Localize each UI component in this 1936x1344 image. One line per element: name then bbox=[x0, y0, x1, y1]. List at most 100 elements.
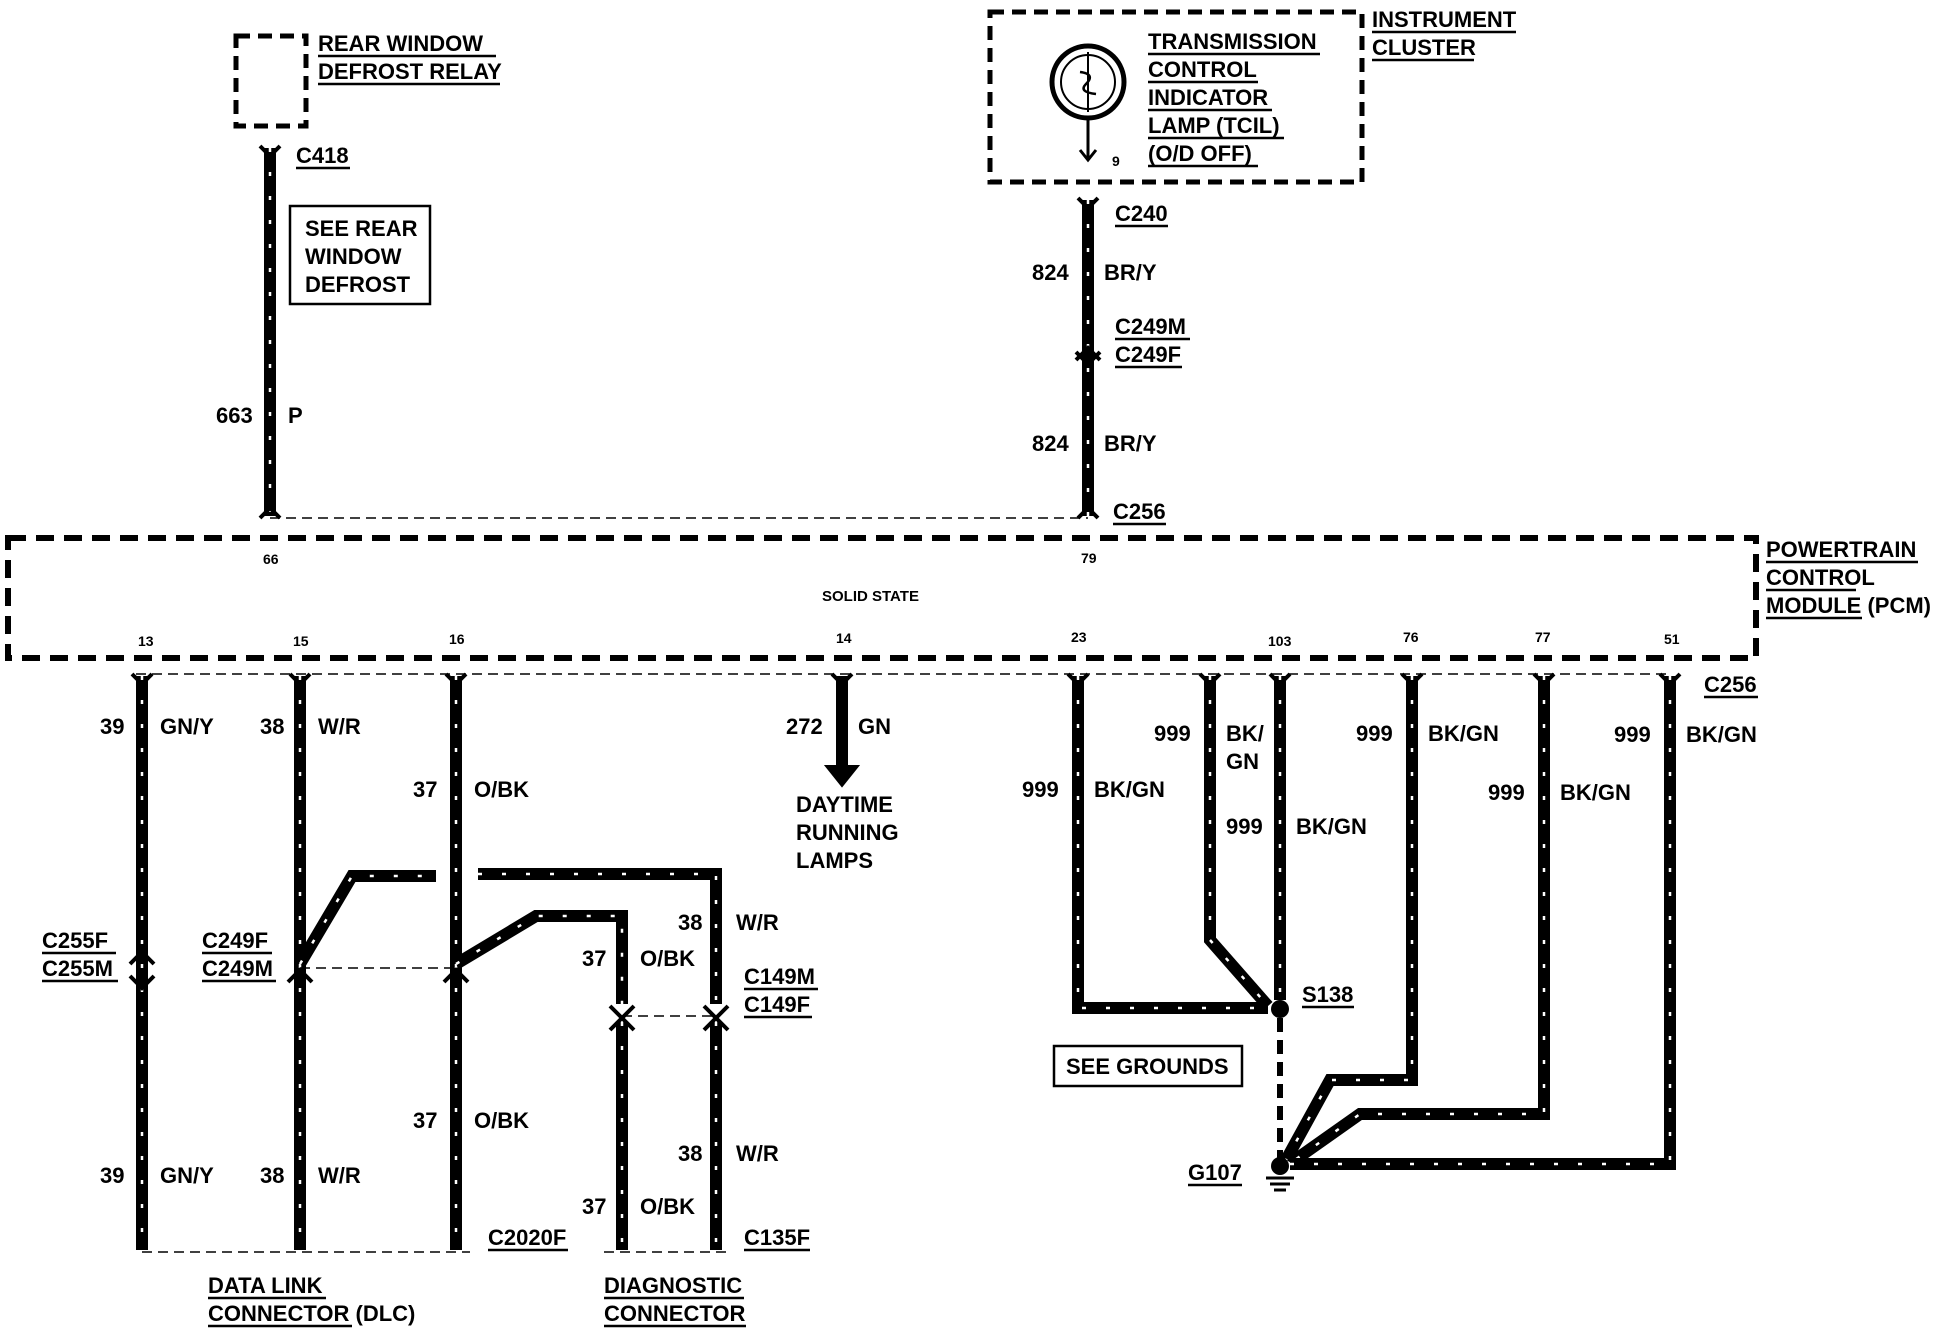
wire-38-jumper bbox=[478, 868, 722, 1004]
wire-38c-circuit: 38 bbox=[678, 910, 702, 935]
c256-bottom-label: C256 bbox=[1704, 672, 1757, 697]
wire-999-51-circuit: 999 bbox=[1614, 722, 1651, 747]
see-grounds-box bbox=[1052, 1044, 1244, 1088]
wire-824b-circuit: 824 bbox=[1032, 431, 1069, 456]
cluster-label-line2: CLUSTER bbox=[1372, 35, 1476, 60]
c418-label: C418 bbox=[296, 143, 349, 168]
wire-37b-color: O/BK bbox=[474, 1108, 529, 1133]
wire-272-color: GN bbox=[858, 714, 891, 739]
wire-38a-color: W/R bbox=[318, 714, 361, 739]
wire-37c-color: O/BK bbox=[640, 946, 695, 971]
c255m-label: C255M bbox=[42, 956, 113, 981]
wire-38d-color: W/R bbox=[736, 1141, 779, 1166]
c256-top-label: C256 bbox=[1113, 499, 1166, 524]
c255f-label: C255F bbox=[42, 928, 108, 953]
c149m-label: C149M bbox=[744, 964, 815, 989]
wire-663-circuit: 663 bbox=[216, 403, 253, 428]
tcil-label-line4: LAMP (TCIL) bbox=[1148, 113, 1280, 138]
tcil-label-line2: CONTROL bbox=[1148, 57, 1257, 82]
wire-824b-color: BR/Y bbox=[1104, 431, 1157, 456]
ground-g107-icon bbox=[1266, 1157, 1294, 1192]
wire-37b-circuit: 37 bbox=[413, 1108, 437, 1133]
wire-39a-circuit: 39 bbox=[100, 714, 124, 739]
pin-51: 51 bbox=[1664, 631, 1680, 647]
wire-38b-color: W/R bbox=[318, 1163, 361, 1188]
wire-824a-circuit: 824 bbox=[1032, 260, 1069, 285]
c249f-left-label: C249F bbox=[202, 928, 268, 953]
rear-window-defrost-relay bbox=[233, 33, 309, 129]
wire-37d-color: O/BK bbox=[640, 1194, 695, 1219]
dlc-label-line1: DATA LINK bbox=[208, 1273, 323, 1298]
wire-999-77-color: BK/GN bbox=[1560, 780, 1631, 805]
s138-label: S138 bbox=[1302, 982, 1353, 1007]
pin-76: 76 bbox=[1403, 629, 1419, 645]
wire-999-pin51 bbox=[1290, 676, 1676, 1170]
wire-999-23-circuit: 999 bbox=[1022, 777, 1059, 802]
wire-999-76-color: BK/GN bbox=[1428, 721, 1499, 746]
pcm-label-line1: POWERTRAIN bbox=[1766, 537, 1916, 562]
wire-37-branch bbox=[452, 910, 628, 1004]
pcm-label-line2: CONTROL bbox=[1766, 565, 1875, 590]
splice-s138 bbox=[1271, 1000, 1289, 1018]
pin-77: 77 bbox=[1535, 629, 1551, 645]
cluster-label-line1: INSTRUMENT bbox=[1372, 7, 1517, 32]
tcil-label-line3: INDICATOR bbox=[1148, 85, 1268, 110]
pin-79: 79 bbox=[1081, 550, 1097, 566]
pin-23: 23 bbox=[1071, 629, 1087, 645]
drl-label-line1: DAYTIME bbox=[796, 792, 893, 817]
tcil-label-line5: (O/D OFF) bbox=[1148, 141, 1252, 166]
wire-999-103a-color2: GN bbox=[1226, 749, 1259, 774]
tcil-pin: 9 bbox=[1112, 153, 1120, 169]
pin-16: 16 bbox=[449, 631, 465, 647]
wire-39b-color: GN/Y bbox=[160, 1163, 214, 1188]
wire-824a-color: BR/Y bbox=[1104, 260, 1157, 285]
see-rear-line1: SEE REAR bbox=[305, 216, 418, 241]
wire-999-77-circuit: 999 bbox=[1488, 780, 1525, 805]
see-rear-line3: DEFROST bbox=[305, 272, 411, 297]
see-grounds-label: SEE GROUNDS bbox=[1066, 1054, 1229, 1079]
c149f-label: C149F bbox=[744, 992, 810, 1017]
tcil-label-line1: TRANSMISSION bbox=[1148, 29, 1317, 54]
pin-13: 13 bbox=[138, 633, 154, 649]
diag-label-line1: DIAGNOSTIC bbox=[604, 1273, 742, 1298]
instrument-cluster bbox=[987, 9, 1365, 185]
wire-39a-color: GN/Y bbox=[160, 714, 214, 739]
wire-999-51-color: BK/GN bbox=[1686, 722, 1757, 747]
wire-38d-circuit: 38 bbox=[678, 1141, 702, 1166]
wire-999-103b-color: BK/GN bbox=[1296, 814, 1367, 839]
diag-label-line2: CONNECTOR bbox=[604, 1301, 745, 1326]
pcm-solid-state: SOLID STATE bbox=[822, 588, 919, 605]
pin-14: 14 bbox=[836, 630, 852, 646]
g107-label: G107 bbox=[1188, 1160, 1242, 1185]
c249m-left-label: C249M bbox=[202, 956, 273, 981]
see-rear-line2: WINDOW bbox=[305, 244, 402, 269]
wire-999-23-color: BK/GN bbox=[1094, 777, 1165, 802]
wire-999-103b-circuit: 999 bbox=[1226, 814, 1263, 839]
c249f-top-label: C249F bbox=[1115, 342, 1181, 367]
wire-37a-circuit: 37 bbox=[413, 777, 437, 802]
wire-37c-circuit: 37 bbox=[582, 946, 606, 971]
wire-37a-color: O/BK bbox=[474, 777, 529, 802]
dlc-label-line2: CONNECTOR (DLC) bbox=[208, 1301, 415, 1326]
wire-38c-color: W/R bbox=[736, 910, 779, 935]
wire-663-color: P bbox=[288, 403, 303, 428]
pcm-label-line3: MODULE (PCM) bbox=[1766, 593, 1931, 618]
wire-999-103a-color: BK/ bbox=[1226, 721, 1264, 746]
pin-103: 103 bbox=[1268, 633, 1292, 649]
relay-label-line2: DEFROST RELAY bbox=[318, 59, 502, 84]
see-rear-window-defrost-box bbox=[288, 204, 432, 306]
wire-38b-circuit: 38 bbox=[260, 1163, 284, 1188]
wire-999-103a-circuit: 999 bbox=[1154, 721, 1191, 746]
wire-999-pin76 bbox=[1280, 676, 1418, 1163]
relay-label-line1: REAR WINDOW bbox=[318, 31, 483, 56]
wire-38a-circuit: 38 bbox=[260, 714, 284, 739]
pin-66: 66 bbox=[263, 551, 279, 567]
powertrain-control-module bbox=[5, 535, 1759, 661]
wire-272-circuit: 272 bbox=[786, 714, 823, 739]
wire-37d-circuit: 37 bbox=[582, 1194, 606, 1219]
wire-38-branch bbox=[294, 870, 436, 968]
drl-label-line3: LAMPS bbox=[796, 848, 873, 873]
c249m-top-label: C249M bbox=[1115, 314, 1186, 339]
c135f-label: C135F bbox=[744, 1225, 810, 1250]
